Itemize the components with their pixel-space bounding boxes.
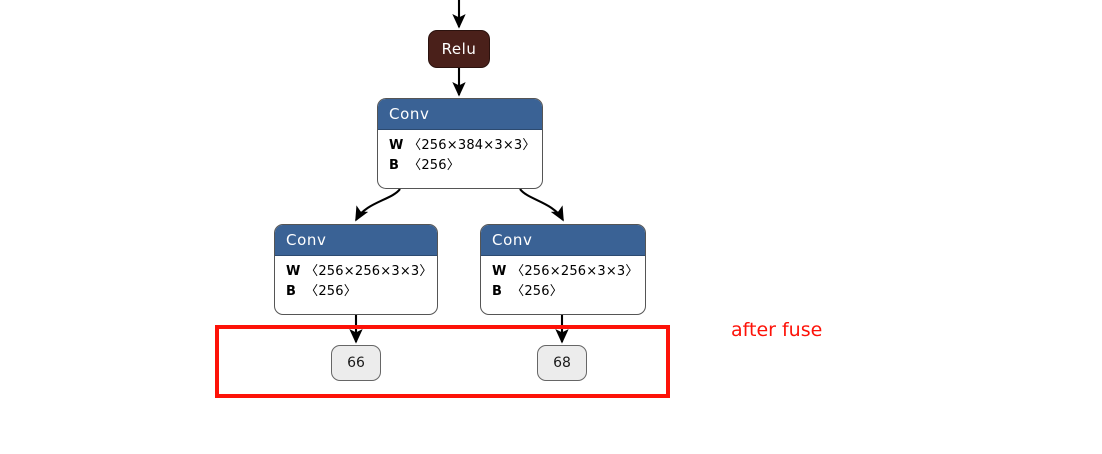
node-conv-right[interactable]: Conv W 〈256×256×3×3〉 B 〈256〉 (480, 224, 646, 315)
after-fuse-highlight-box (215, 325, 670, 398)
node-output-66[interactable]: 66 (331, 345, 381, 381)
param-value: 〈256×256×3×3〉 (511, 264, 639, 279)
node-output-68-label: 68 (553, 355, 571, 371)
param-key: W (492, 264, 507, 279)
param-key: B (492, 284, 502, 300)
param-value: 〈256〉 (511, 284, 563, 300)
edge-conv-main-to-conv-left (355, 188, 401, 222)
param-row: B 〈256〉 (286, 282, 437, 302)
after-fuse-label: after fuse (731, 319, 823, 341)
node-conv-main[interactable]: Conv W 〈256×384×3×3〉 B 〈256〉 (377, 98, 543, 189)
param-row: W 〈256×384×3×3〉 (389, 136, 542, 156)
node-output-66-label: 66 (347, 355, 365, 371)
node-conv-main-params: W 〈256×384×3×3〉 B 〈256〉 (378, 130, 542, 181)
param-row: B 〈256〉 (492, 282, 645, 302)
node-conv-right-params: W 〈256×256×3×3〉 B 〈256〉 (481, 256, 645, 307)
node-conv-left[interactable]: Conv W 〈256×256×3×3〉 B 〈256〉 (274, 224, 438, 315)
node-relu-label: Relu (441, 40, 477, 58)
node-output-68[interactable]: 68 (537, 345, 587, 381)
param-key: W (286, 264, 301, 279)
param-row: B 〈256〉 (389, 156, 542, 176)
param-key: B (286, 284, 296, 300)
param-value: 〈256〉 (408, 158, 460, 174)
node-relu[interactable]: Relu (428, 30, 490, 68)
param-value: 〈256〉 (305, 284, 357, 300)
param-value: 〈256×384×3×3〉 (408, 138, 536, 153)
param-value: 〈256×256×3×3〉 (305, 264, 433, 279)
param-key: W (389, 138, 404, 153)
node-conv-main-title: Conv (378, 99, 542, 130)
param-row: W 〈256×256×3×3〉 (492, 262, 645, 282)
edge-conv-main-to-conv-right (519, 188, 564, 222)
param-key: B (389, 158, 399, 174)
node-conv-right-title: Conv (481, 225, 645, 256)
node-conv-left-params: W 〈256×256×3×3〉 B 〈256〉 (275, 256, 437, 307)
param-row: W 〈256×256×3×3〉 (286, 262, 437, 282)
node-conv-left-title: Conv (275, 225, 437, 256)
